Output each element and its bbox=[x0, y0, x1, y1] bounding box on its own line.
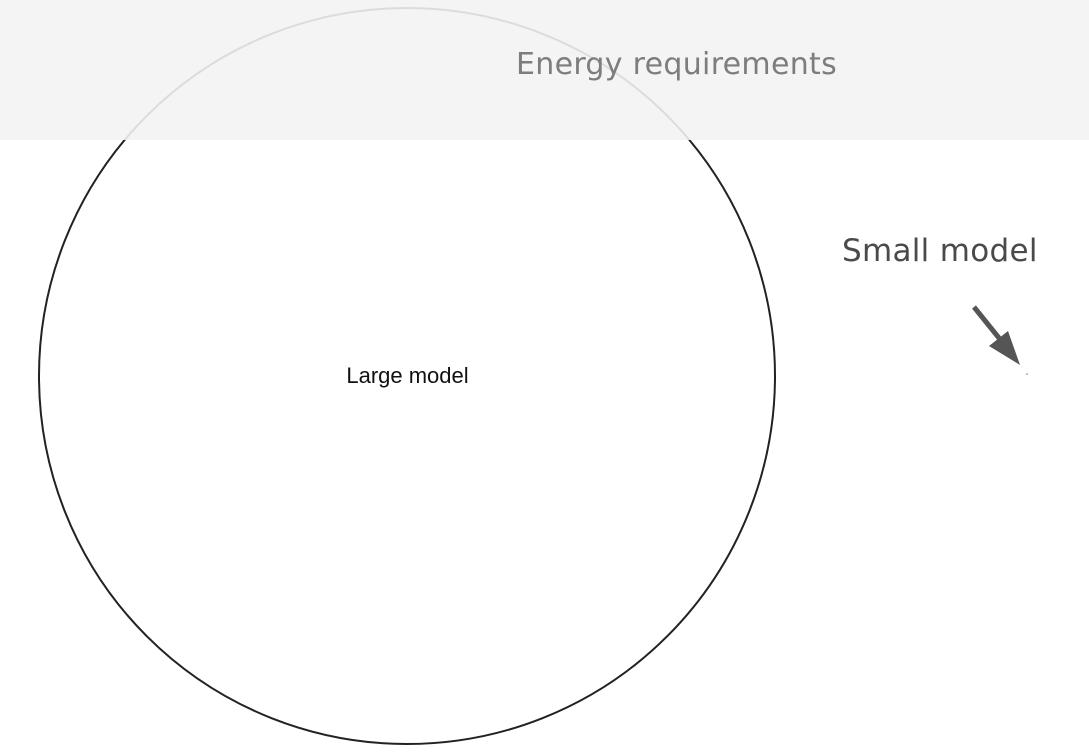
arrow-icon bbox=[972, 305, 1020, 365]
large-model-label: Large model bbox=[346, 363, 469, 388]
header-band bbox=[0, 0, 1089, 140]
diagram-title: Energy requirements bbox=[516, 47, 838, 82]
small-model-dot bbox=[1026, 373, 1028, 375]
small-model-label: Small model bbox=[842, 233, 1038, 269]
large-model-circle-faded-arc bbox=[123, 7, 691, 140]
large-model-circle bbox=[38, 140, 776, 745]
